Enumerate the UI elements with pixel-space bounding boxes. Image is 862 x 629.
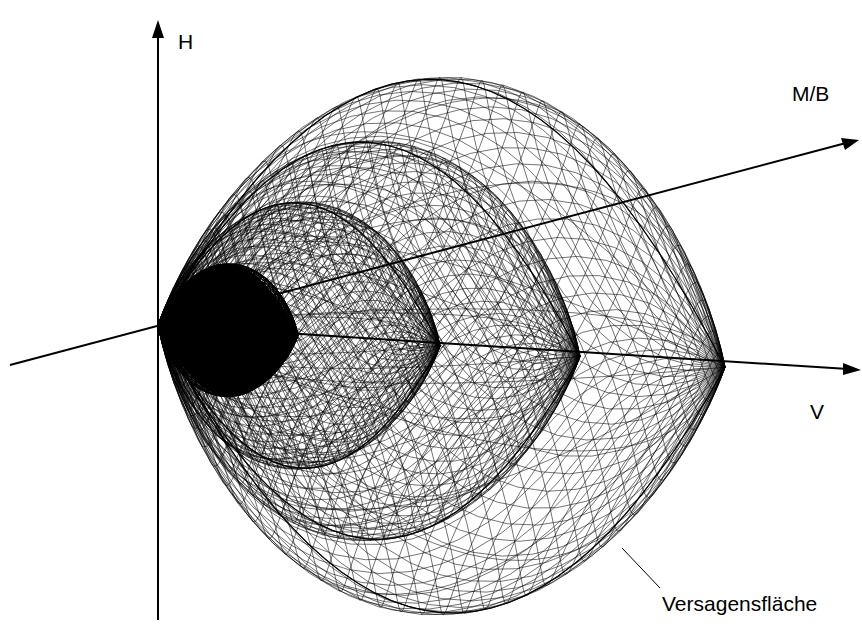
mesh-line: [158, 123, 725, 480]
mesh-line: [158, 180, 580, 448]
mesh-line: [158, 246, 725, 592]
mesh-line: [158, 208, 580, 479]
mesh-line: [158, 247, 440, 428]
mesh-line: [158, 136, 725, 498]
arrowhead: [843, 363, 861, 375]
mesh-line: [158, 194, 725, 556]
mesh-line: [158, 100, 725, 446]
mesh-line: [158, 107, 725, 410]
mesh-line: [158, 254, 580, 516]
mesh-line: [158, 149, 580, 398]
arrowhead: [152, 20, 164, 38]
leader-line: [622, 548, 660, 588]
mesh-line: [158, 155, 580, 410]
mesh-line: [158, 255, 440, 435]
mesh-line: [158, 229, 725, 581]
mesh-line: [158, 118, 725, 474]
mesh-line: [158, 162, 580, 422]
mesh-line: [158, 225, 440, 403]
axes: [10, 32, 848, 620]
mesh-line: [158, 111, 725, 463]
mesh-line: [158, 119, 725, 429]
mesh-line: [158, 172, 580, 403]
mesh-line: [158, 151, 725, 515]
mesh-line: [158, 260, 440, 440]
mesh-line: [158, 188, 725, 511]
mesh-line: [158, 79, 725, 397]
mesh-line: [158, 145, 725, 508]
mesh-line: [158, 171, 725, 493]
mesh-line: [158, 154, 725, 474]
mesh-line: [158, 240, 440, 399]
axis-label: M/B: [790, 82, 831, 106]
surface-label: Versagensfläche: [660, 592, 819, 616]
arrowhead: [841, 138, 859, 150]
axis-label: H: [176, 30, 195, 54]
axis-label: V: [808, 400, 826, 424]
mesh-line: [158, 111, 725, 416]
mesh-line: [158, 124, 725, 436]
mesh-line: [158, 97, 725, 440]
surface-mesh: [158, 77, 725, 615]
mesh-line: [158, 257, 440, 418]
arrowheads: [152, 20, 861, 375]
mesh-line: [158, 197, 580, 435]
mesh-line: [158, 196, 580, 467]
mb-axis: [10, 143, 846, 365]
mesh-line: [158, 191, 580, 461]
mesh-line: [158, 177, 725, 541]
v-axis: [158, 325, 848, 369]
mesh-line: [158, 158, 580, 416]
